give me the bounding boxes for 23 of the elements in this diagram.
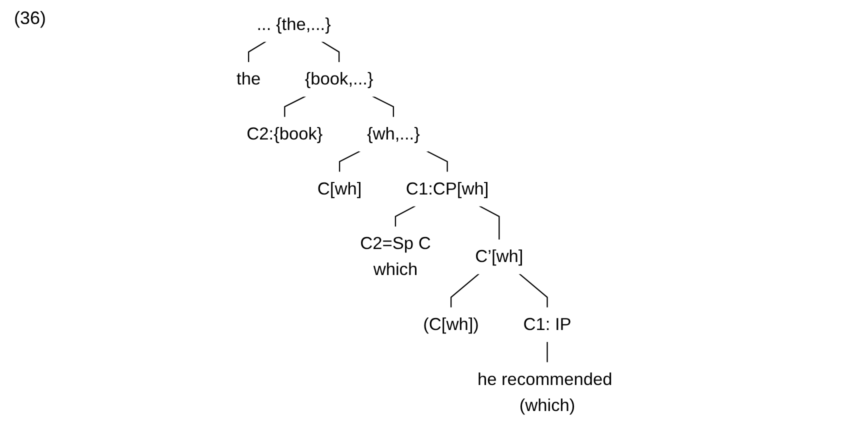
connector — [338, 150, 361, 172]
connector — [450, 273, 480, 308]
connector — [546, 342, 548, 363]
node-text: {book,...} — [304, 69, 374, 88]
connector — [372, 96, 394, 118]
node-text: (C[wh]) — [423, 314, 479, 334]
node-text: C[wh] — [317, 178, 362, 198]
node-text: the — [236, 69, 261, 88]
connector — [394, 205, 416, 228]
connector — [248, 40, 266, 63]
node-text: C2:{book} — [246, 124, 323, 144]
node-text: C1: IP — [523, 314, 572, 334]
node-text: C2=Sp C which — [360, 234, 431, 279]
node-text: ... {the,...} — [256, 14, 331, 34]
node-text: he recommended (which) — [477, 369, 612, 415]
example-number: (36) — [14, 8, 46, 29]
node-text: C’[wh] — [475, 246, 524, 266]
connector — [321, 40, 340, 63]
node-text: C1:CP[wh] — [406, 178, 489, 198]
connector — [518, 273, 548, 308]
node-text: {wh,...} — [366, 124, 420, 144]
connector — [426, 150, 448, 172]
connector — [284, 96, 306, 118]
